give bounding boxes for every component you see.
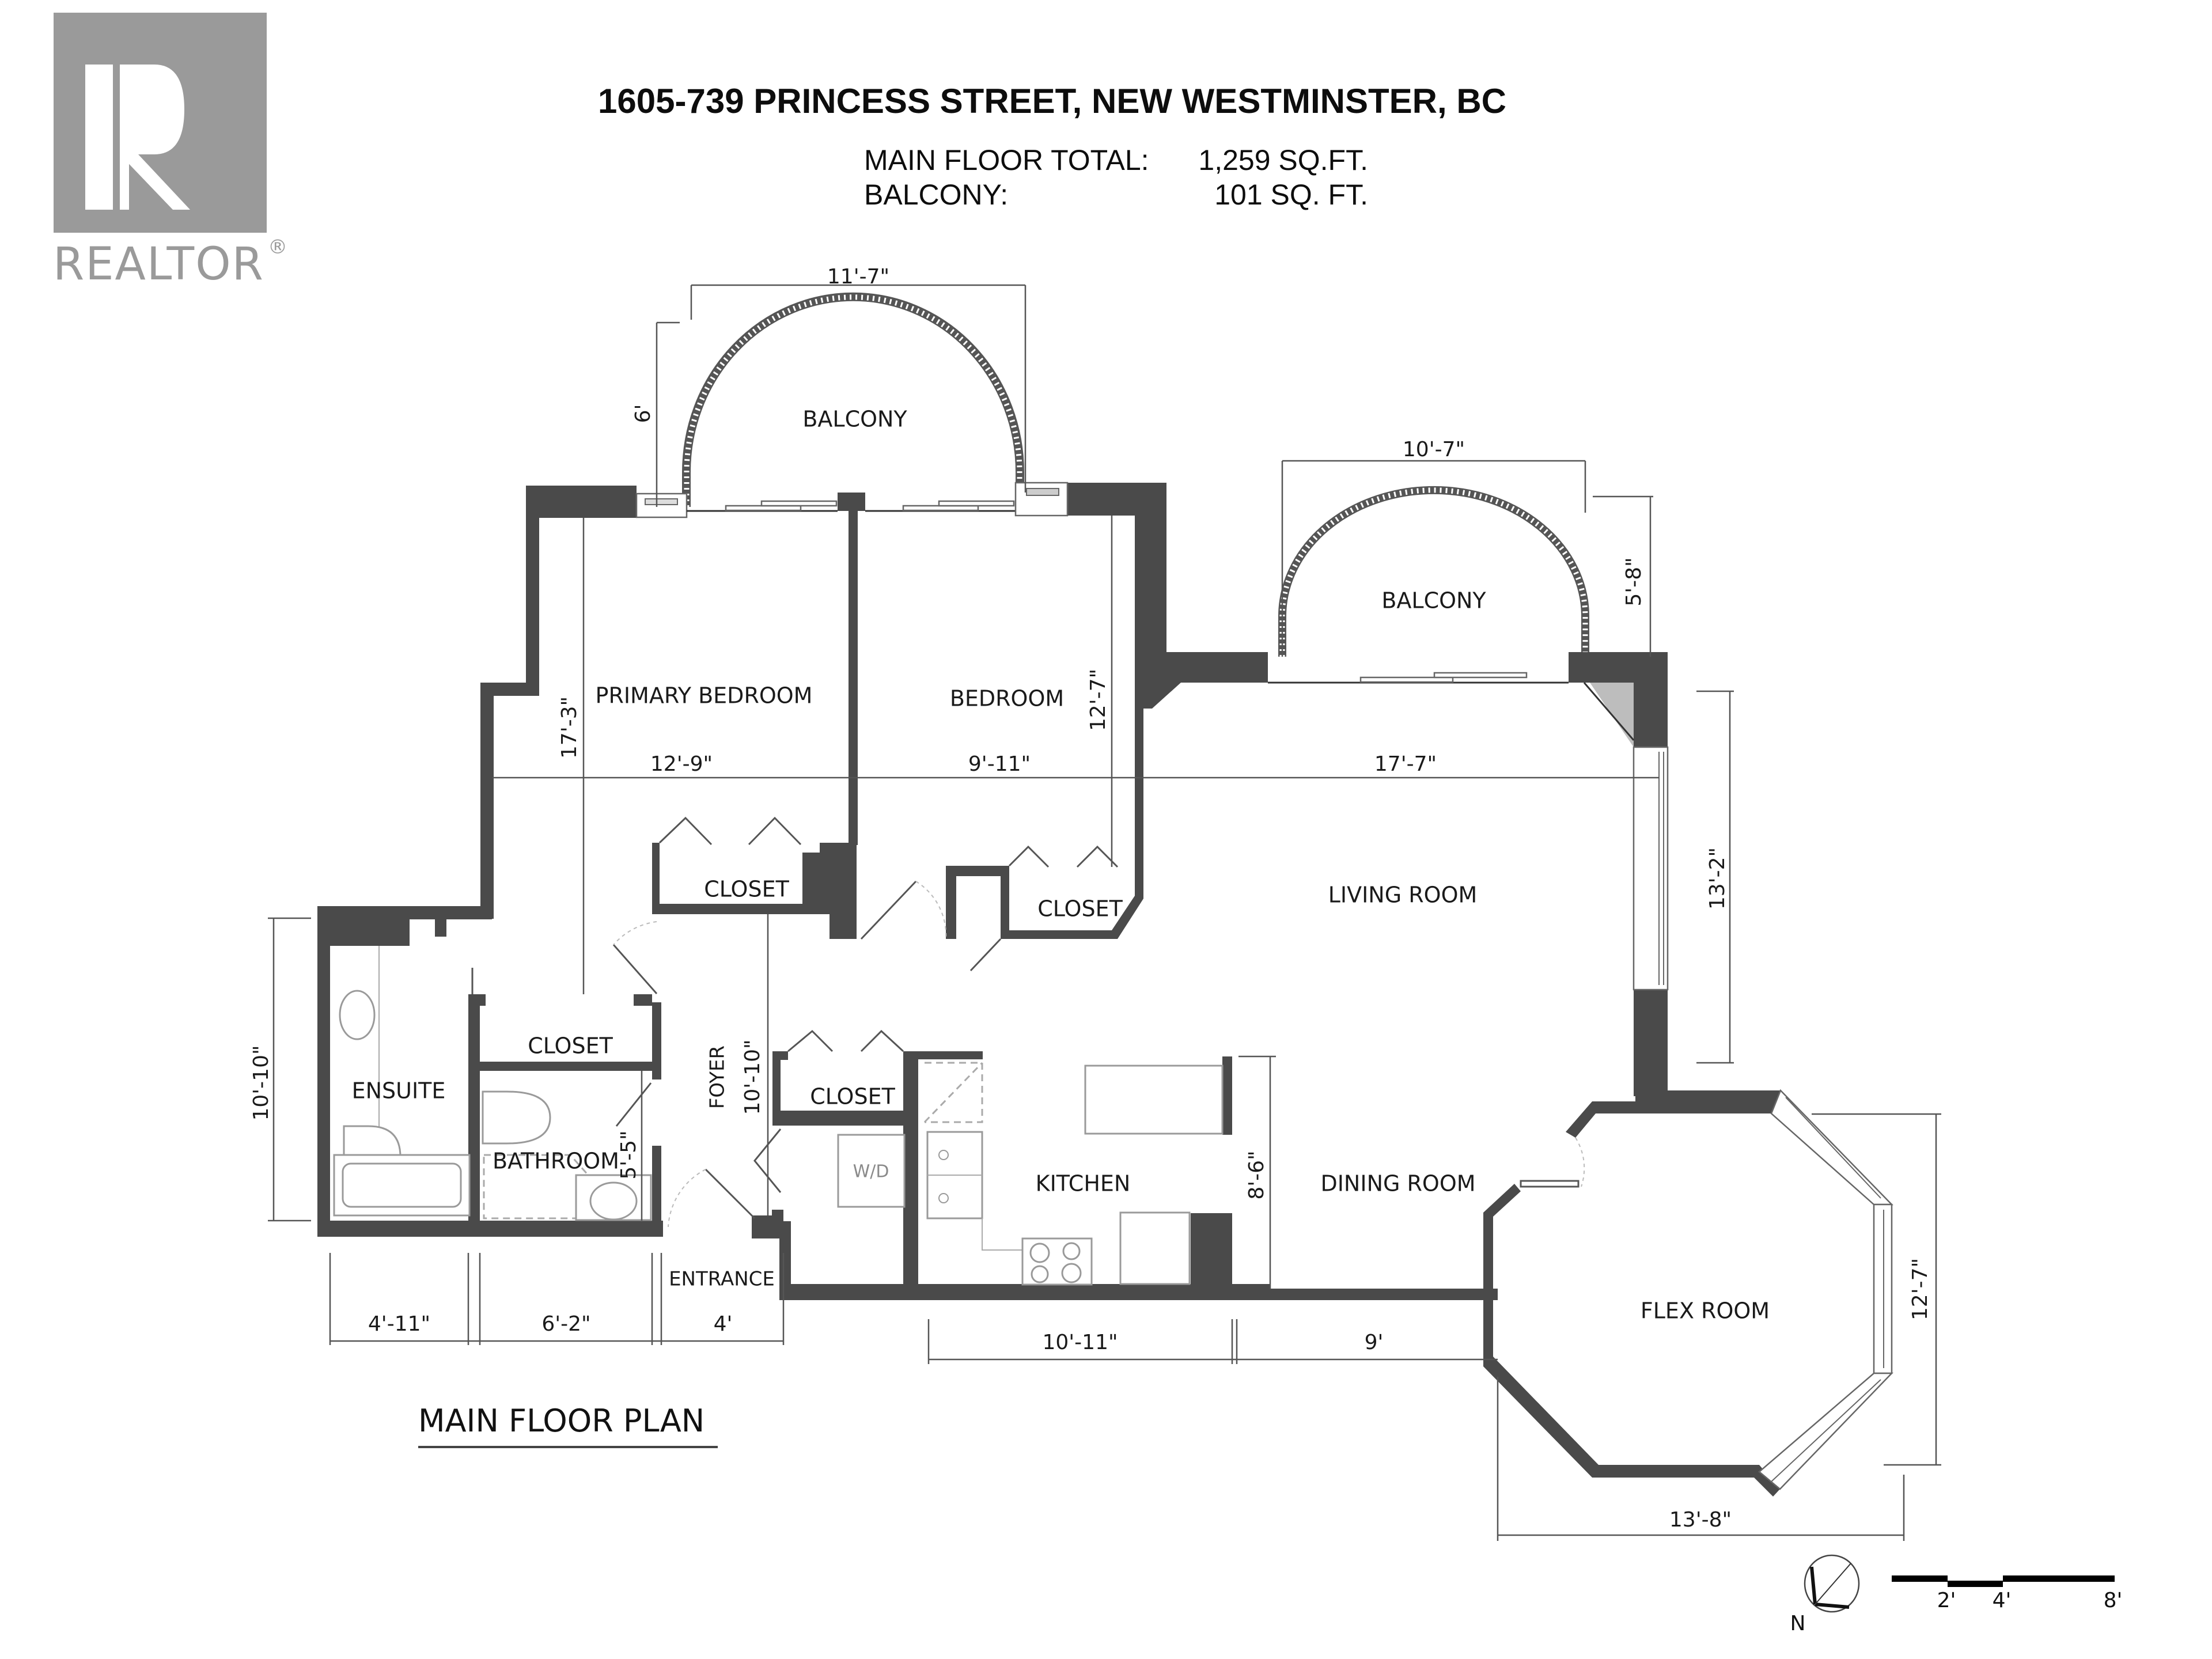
openings (471, 482, 1893, 1490)
north-label: N (1790, 1612, 1806, 1635)
dim-kitchen-width: 10'-11" (1042, 1331, 1118, 1354)
registered-mark-icon: ® (268, 236, 287, 259)
main-floor-total-label: MAIN FLOOR TOTAL: (864, 144, 1149, 176)
dim-bedroom-depth: 12'-7" (1086, 669, 1110, 731)
foyer-label: FOYER (706, 1046, 729, 1109)
kitchen-island-icon (1084, 1065, 1224, 1135)
room-labels: PRIMARY BEDROOM BEDROOM LIVING ROOM CLOS… (352, 683, 1770, 1324)
dim-primary-bedroom-width: 12'-9" (650, 752, 713, 776)
bathroom-label: BATHROOM (493, 1149, 619, 1174)
realtor-logo: REALTOR ® (53, 13, 287, 290)
walls (317, 483, 1781, 1497)
ensuite-sink-icon (339, 990, 376, 1040)
realtor-logo-text: REALTOR (53, 238, 264, 290)
entrance-label: ENTRANCE (669, 1268, 775, 1291)
fridge-icon (1119, 1211, 1191, 1285)
bathroom-toilet-icon (482, 1090, 551, 1145)
dim-balcony-right-width: 10'-7" (1403, 438, 1465, 461)
kitchen-label: KITCHEN (1036, 1171, 1131, 1196)
dimension-lines: 11'-7" 6' 10'-7" 5'-8" 12'-9" 9'-11" 17'… (249, 265, 1941, 1541)
dim-balcony-left-width: 11'-7" (827, 265, 889, 289)
compass-icon (1804, 1554, 1860, 1613)
bathroom-sink-icon (589, 1181, 638, 1221)
dim-foyer-depth: 10'-10" (741, 1039, 764, 1115)
pantry-cabinet-icon (925, 1062, 983, 1123)
fixtures: W/D (333, 946, 1224, 1286)
washer-dryer-icon (837, 1134, 906, 1208)
dim-ensuite-depth: 10'-10" (249, 1045, 273, 1120)
balcony-right: BALCONY (1278, 486, 1589, 657)
closet-bath-label: CLOSET (528, 1033, 613, 1059)
dim-bathroom-width: 6'-2" (541, 1312, 590, 1336)
dim-primary-bedroom-depth: 17'-3" (558, 696, 581, 759)
dining-room-label: DINING ROOM (1320, 1171, 1475, 1196)
washer-dryer-label: W/D (853, 1162, 889, 1182)
closet-primary-label: CLOSET (704, 877, 789, 902)
balcony-area-label: BALCONY: (864, 179, 1008, 211)
dim-balcony-right-depth: 5'-8" (1622, 557, 1646, 606)
primary-bedroom-label: PRIMARY BEDROOM (596, 683, 813, 709)
dim-flex-width: 13'-8" (1669, 1508, 1732, 1532)
dim-balcony-left-depth: 6' (631, 404, 655, 423)
scale-tick-4ft: 4' (1993, 1589, 2012, 1612)
dim-living-room-depth: 13'-2" (1706, 847, 1729, 910)
property-address: 1605-739 PRINCESS STREET, NEW WESTMINSTE… (598, 82, 1506, 120)
dim-flex-depth: 12'-7" (1908, 1258, 1932, 1320)
balcony-area-value: 101 SQ. FT. (1214, 179, 1368, 211)
dim-dining-depth: 8'-6" (1245, 1150, 1268, 1199)
living-room-label: LIVING ROOM (1328, 882, 1478, 908)
main-floor-total-value: 1,259 SQ.FT. (1198, 144, 1368, 176)
bedroom-label: BEDROOM (950, 686, 1064, 711)
dim-living-room-width: 17'-7" (1374, 752, 1437, 776)
north-arrow: N (1790, 1554, 1860, 1635)
plan-title: MAIN FLOOR PLAN (418, 1403, 718, 1448)
scale-tick-8ft: 8' (2104, 1589, 2123, 1612)
flex-room-label: FLEX ROOM (1641, 1298, 1770, 1324)
balcony-left-label: BALCONY (802, 407, 907, 432)
ensuite-label: ENSUITE (352, 1078, 446, 1104)
scale-bar: 2' 4' 8' (1892, 1575, 2122, 1612)
dim-bathroom-depth: 5'-5" (617, 1130, 641, 1179)
header: 1605-739 PRINCESS STREET, NEW WESTMINSTE… (598, 82, 1506, 211)
dim-entrance-width: 4' (714, 1312, 733, 1336)
balcony-left: BALCONY (682, 292, 1024, 507)
closet-bedroom-label: CLOSET (1037, 896, 1123, 922)
balcony-right-label: BALCONY (1381, 588, 1486, 613)
plan-title-text: MAIN FLOOR PLAN (418, 1403, 704, 1439)
dim-bedroom-width: 9'-11" (968, 752, 1031, 776)
scale-tick-2ft: 2' (1937, 1589, 1956, 1612)
closet-hall-label: CLOSET (810, 1084, 895, 1109)
dim-ensuite-width: 4'-11" (368, 1312, 430, 1336)
dim-dining-width: 9' (1365, 1331, 1384, 1354)
